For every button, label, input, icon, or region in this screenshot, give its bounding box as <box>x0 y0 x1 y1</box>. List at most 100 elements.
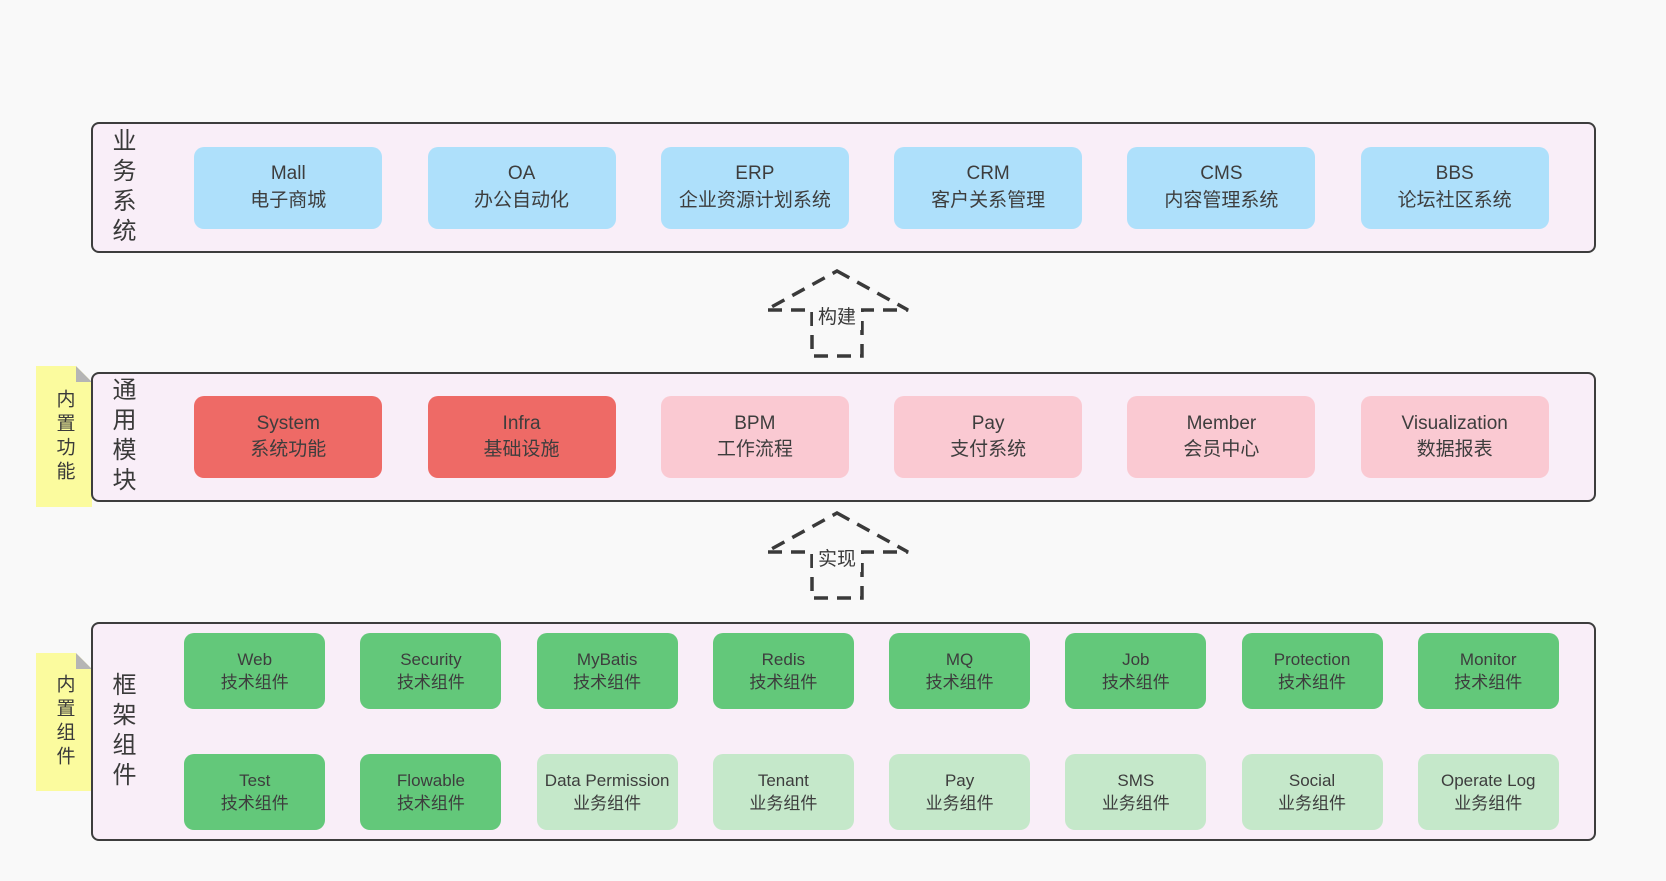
box-subtitle: 数据报表 <box>1416 439 1493 460</box>
common-modules-panel: 通用模块 System 系统功能 Infra 基础设施 BPM 工作流程 Pay… <box>91 372 1596 502</box>
box-title: OA <box>507 163 536 185</box>
box-subtitle: 企业资源计划系统 <box>678 189 831 211</box>
box-subtitle: 业务组件 <box>1101 794 1170 813</box>
box-data-permission: Data Permission 业务组件 <box>536 754 678 830</box>
box-security: Security 技术组件 <box>360 633 502 709</box>
box-title: Pay <box>944 770 975 790</box>
box-operate-log: Operate Log 业务组件 <box>1417 754 1559 830</box>
business-systems-panel: 业务系统 Mall 电子商城 OA 办公自动化 ERP 企业资源计划系统 CRM… <box>91 122 1596 253</box>
box-subtitle: 业务组件 <box>573 794 642 813</box>
box-subtitle: 技术组件 <box>925 673 994 692</box>
build-arrow-label: 构建 <box>812 301 862 330</box>
box-title: CMS <box>1200 163 1243 185</box>
box-title: Protection <box>1273 649 1351 669</box>
box-title: Job <box>1122 649 1150 669</box>
box-monitor: Monitor 技术组件 <box>1417 633 1559 709</box>
box-subtitle: 技术组件 <box>396 673 465 692</box>
box-mq: MQ 技术组件 <box>889 633 1031 709</box>
folded-corner-icon <box>76 366 92 382</box>
box-title: Operate Log <box>1440 770 1536 790</box>
box-title: MyBatis <box>576 649 638 669</box>
builtin-components-note: 内置组件 <box>36 653 92 791</box>
box-subtitle: 客户关系管理 <box>931 189 1046 211</box>
box-web: Web 技术组件 <box>184 633 326 709</box>
box-pay-system: Pay 支付系统 <box>894 396 1083 478</box>
box-test: Test 技术组件 <box>184 754 326 830</box>
box-subtitle: 系统功能 <box>250 439 327 460</box>
box-visualization: Visualization 数据报表 <box>1360 396 1549 478</box>
business-systems-row: Mall 电子商城 OA 办公自动化 ERP 企业资源计划系统 CRM 客户关系… <box>149 124 1594 251</box>
box-title: Monitor <box>1459 649 1517 669</box>
box-title: Pay <box>971 412 1005 434</box>
box-title: Member <box>1186 412 1257 434</box>
box-subtitle: 内容管理系统 <box>1164 189 1279 211</box>
box-subtitle: 技术组件 <box>1101 673 1170 692</box>
box-crm: CRM 客户关系管理 <box>894 146 1083 229</box>
box-title: SMS <box>1117 770 1155 790</box>
common-modules-label: 通用模块 <box>108 377 135 497</box>
box-sms: SMS 业务组件 <box>1065 754 1207 830</box>
folded-corner-icon <box>76 653 92 669</box>
box-title: Security <box>400 649 462 669</box>
box-oa: OA 办公自动化 <box>427 146 616 229</box>
implement-arrow-label: 实现 <box>812 543 862 572</box>
box-subtitle: 业务组件 <box>1278 794 1347 813</box>
business-systems-label-column: 业务系统 <box>93 124 149 251</box>
box-subtitle: 技术组件 <box>220 794 289 813</box>
framework-components-panel: 框架组件 Web 技术组件 Security 技术组件 MyBatis 技术组件… <box>91 622 1596 841</box>
box-subtitle: 业务组件 <box>749 794 818 813</box>
box-flowable: Flowable 技术组件 <box>360 754 502 830</box>
box-title: Redis <box>761 649 806 669</box>
box-subtitle: 业务组件 <box>925 794 994 813</box>
box-redis: Redis 技术组件 <box>712 633 854 709</box>
box-protection: Protection 技术组件 <box>1241 633 1383 709</box>
box-mybatis: MyBatis 技术组件 <box>536 633 678 709</box>
business-systems-label: 业务系统 <box>108 127 135 248</box>
builtin-features-note: 内置功能 <box>36 366 92 507</box>
box-bbs: BBS 论坛社区系统 <box>1360 146 1549 229</box>
box-title: Web <box>237 649 273 669</box>
box-subtitle: 办公自动化 <box>474 189 570 211</box>
box-title: BPM <box>734 412 776 434</box>
box-subtitle: 工作流程 <box>716 439 793 460</box>
box-title: BBS <box>1435 163 1474 185</box>
box-title: Tenant <box>757 770 809 790</box>
box-subtitle: 技术组件 <box>220 673 289 692</box>
box-subtitle: 会员中心 <box>1183 439 1260 460</box>
box-title: Data Permission <box>544 770 670 790</box>
box-mall: Mall 电子商城 <box>194 146 383 229</box>
box-title: Visualization <box>1401 412 1508 434</box>
box-title: Flowable <box>396 770 465 790</box>
box-subtitle: 技术组件 <box>1278 673 1347 692</box>
box-social: Social 业务组件 <box>1241 754 1383 830</box>
framework-components-rows: Web 技术组件 Security 技术组件 MyBatis 技术组件 Redi… <box>149 624 1594 839</box>
box-pay-component: Pay 业务组件 <box>889 754 1031 830</box>
box-subtitle: 技术组件 <box>749 673 818 692</box>
box-subtitle: 论坛社区系统 <box>1397 189 1512 211</box>
box-subtitle: 技术组件 <box>573 673 642 692</box>
framework-components-label-column: 框架组件 <box>93 624 149 839</box>
box-title: Infra <box>502 412 541 434</box>
box-job: Job 技术组件 <box>1065 633 1207 709</box>
framework-components-label: 框架组件 <box>108 671 135 792</box>
build-arrow: 构建 <box>762 268 912 360</box>
box-cms: CMS 内容管理系统 <box>1127 146 1316 229</box>
box-erp: ERP 企业资源计划系统 <box>660 146 849 229</box>
box-title: MQ <box>945 649 974 669</box>
box-title: Test <box>239 770 271 790</box>
builtin-features-note-label: 内置功能 <box>53 388 75 485</box>
box-subtitle: 支付系统 <box>950 439 1027 460</box>
builtin-components-note-label: 内置组件 <box>53 674 75 770</box>
box-bpm: BPM 工作流程 <box>660 396 849 478</box>
implement-arrow: 实现 <box>762 510 912 602</box>
dashed-up-arrow-icon <box>765 269 909 358</box>
common-modules-row: System 系统功能 Infra 基础设施 BPM 工作流程 Pay 支付系统… <box>149 374 1594 500</box>
box-subtitle: 技术组件 <box>1454 673 1523 692</box>
box-title: Mall <box>270 163 306 185</box>
box-subtitle: 基础设施 <box>483 439 560 460</box>
box-subtitle: 技术组件 <box>396 794 465 813</box>
box-title: Social <box>1288 770 1336 790</box>
box-infra: Infra 基础设施 <box>427 396 616 478</box>
box-system: System 系统功能 <box>194 396 383 478</box>
